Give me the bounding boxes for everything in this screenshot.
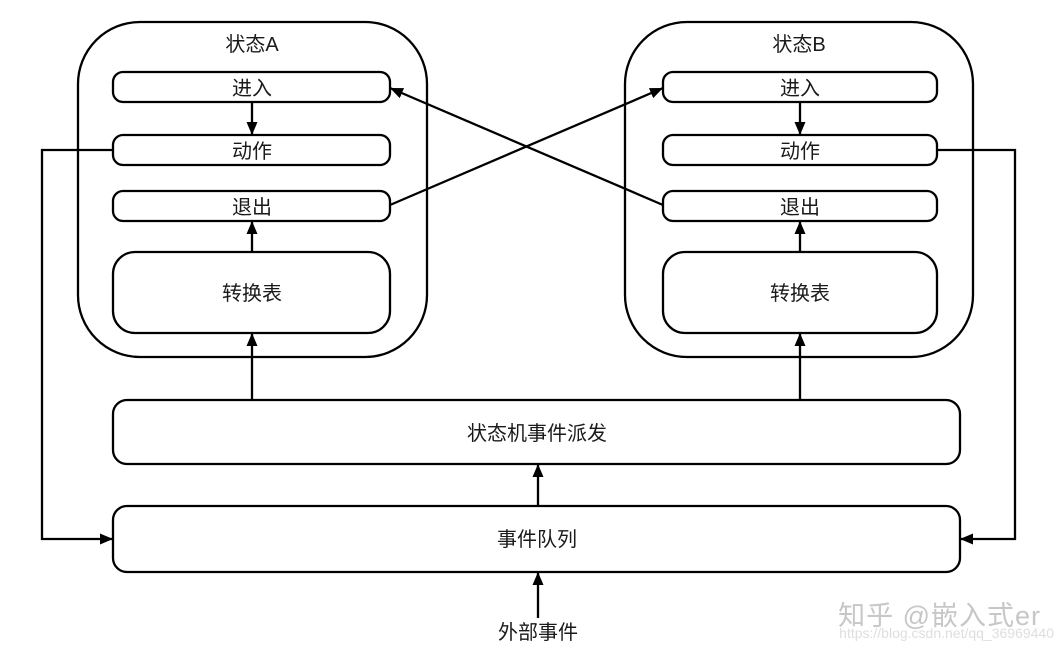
state-b-title: 状态B — [772, 33, 825, 56]
state-a-exit-label: 退出 — [232, 196, 272, 219]
state-b-action-label: 动作 — [780, 140, 820, 163]
event-dispatcher-label: 状态机事件派发 — [467, 422, 607, 445]
state-b-transition-table-label: 转换表 — [770, 282, 830, 305]
state-a-action-label: 动作 — [232, 140, 272, 163]
csdn-url-watermark: https://blog.csdn.net/qq_36969440 — [839, 625, 1054, 641]
state-a-transition-table-label: 转换表 — [222, 282, 282, 305]
arrow-a-action-to-queue — [40, 148, 113, 545]
external-event-label: 外部事件 — [498, 621, 578, 644]
arrow-b-exit-to-a-enter — [389, 86, 664, 207]
state-a-enter-label: 进入 — [232, 77, 272, 100]
state-b-exit-label: 退出 — [780, 196, 820, 219]
zhihu-watermark: 知乎 @嵌入式er — [838, 601, 1041, 631]
state-a-title: 状态A — [225, 33, 279, 56]
event-queue-label: 事件队列 — [497, 528, 577, 551]
state-b-enter-label: 进入 — [780, 77, 820, 100]
arrow-b-action-to-queue — [937, 148, 1017, 545]
